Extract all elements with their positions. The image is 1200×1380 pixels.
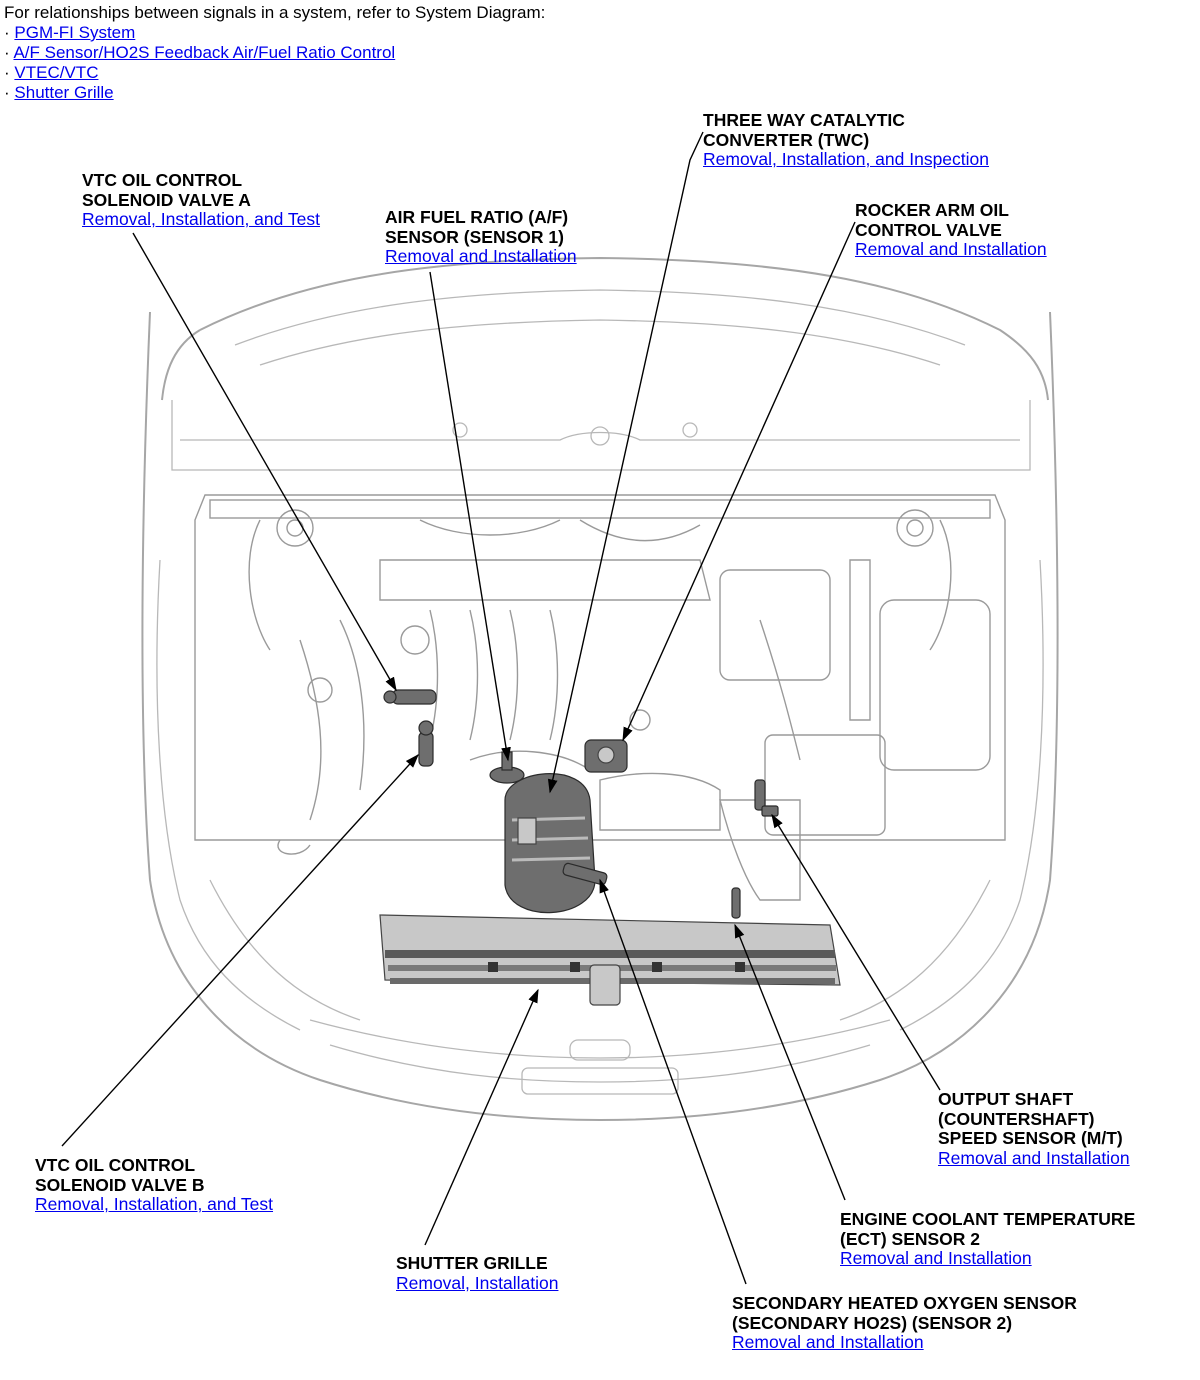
callout-title: VTC OIL CONTROL (35, 1155, 196, 1175)
intro-link-row: · A/F Sensor/HO2S Feedback Air/Fuel Rati… (4, 43, 545, 63)
rocker-arm-valve-part (584, 739, 628, 773)
callout-title: CONTROL VALVE (855, 219, 1002, 240)
vtec-vtc-link[interactable]: VTEC/VTC (14, 63, 99, 82)
callout-title: (COUNTERSHAFT) (938, 1108, 1095, 1129)
bullet: · (4, 23, 10, 42)
shutter-grille-assembly (379, 914, 841, 1006)
engine-bay (194, 494, 1006, 901)
callout-vtc-valve-a: VTC OIL CONTROL SOLENOID VALVE A Removal… (82, 170, 321, 230)
leader-vtc-a (132, 232, 397, 692)
callout-title: SOLENOID VALVE A (82, 189, 251, 210)
callout-title: ROCKER ARM OIL (855, 200, 1009, 220)
shutter-grille-link[interactable]: Removal, Installation (396, 1272, 559, 1293)
callout-title: SHUTTER GRILLE (396, 1253, 548, 1273)
callout-title: CONVERTER (TWC) (703, 129, 870, 150)
callout-title: ENGINE COOLANT TEMPERATURE (840, 1209, 1136, 1229)
af-feedback-control-link[interactable]: A/F Sensor/HO2S Feedback Air/Fuel Ratio … (13, 43, 396, 62)
leader-rocker (622, 221, 856, 742)
intro-text: For relationships between signals in a s… (4, 3, 546, 22)
leader-output-shaft (771, 813, 941, 1091)
vtc-valve-a-link[interactable]: Removal, Installation, and Test (82, 209, 321, 230)
pgm-fi-system-link[interactable]: PGM-FI System (14, 23, 136, 42)
callout-title: SOLENOID VALVE B (35, 1174, 205, 1195)
callout-title: THREE WAY CATALYTIC (703, 110, 905, 130)
ect-sensor-link[interactable]: Removal and Installation (840, 1248, 1032, 1269)
vtc-valve-b-link[interactable]: Removal, Installation, and Test (35, 1194, 274, 1215)
callout-rocker-arm-valve: ROCKER ARM OIL CONTROL VALVE Removal and… (855, 200, 1047, 260)
intro-block: For relationships between signals in a s… (4, 3, 545, 103)
leader-vtc-b (61, 753, 419, 1147)
callout-shutter-grille: SHUTTER GRILLE Removal, Installation (396, 1253, 559, 1293)
callout-ect-sensor: ENGINE COOLANT TEMPERATURE (ECT) SENSOR … (840, 1209, 1136, 1269)
catalytic-converter-part (504, 773, 596, 914)
intro-link-row: · Shutter Grille (4, 83, 545, 103)
af-sensor-link[interactable]: Removal and Installation (385, 246, 577, 267)
vtc-valve-b-part (418, 720, 434, 767)
callout-title: SPEED SENSOR (M/T) (938, 1128, 1123, 1149)
callout-title: OUTPUT SHAFT (938, 1089, 1074, 1109)
secondary-ho2s-link[interactable]: Removal and Installation (732, 1332, 924, 1353)
callout-vtc-valve-b: VTC OIL CONTROL SOLENOID VALVE B Removal… (35, 1155, 274, 1215)
callout-twc: THREE WAY CATALYTIC CONVERTER (TWC) Remo… (703, 110, 989, 170)
output-shaft-sensor-part (754, 779, 779, 817)
leader-ect (734, 923, 846, 1201)
callout-title: VTC OIL CONTROL (82, 170, 243, 190)
car-body-outline (141, 256, 1059, 1122)
callout-af-sensor: AIR FUEL RATIO (A/F) SENSOR (SENSOR 1) R… (385, 207, 577, 267)
output-shaft-sensor-link[interactable]: Removal and Installation (938, 1147, 1130, 1168)
intro-link-row: · VTEC/VTC (4, 63, 545, 83)
callout-title: AIR FUEL RATIO (A/F) (385, 207, 569, 227)
callout-title: (ECT) SENSOR 2 (840, 1228, 981, 1249)
callout-title: (SECONDARY HO2S) (SENSOR 2) (732, 1312, 1013, 1333)
leader-af-sensor (429, 271, 511, 762)
leader-shutter (424, 988, 539, 1246)
leader-lines (61, 131, 941, 1285)
callout-title: SECONDARY HEATED OXYGEN SENSOR (732, 1293, 1077, 1313)
bullet: · (4, 43, 10, 62)
rocker-arm-valve-link[interactable]: Removal and Installation (855, 239, 1047, 260)
ect-sensor-part (731, 887, 741, 919)
twc-link[interactable]: Removal, Installation, and Inspection (703, 149, 989, 170)
callout-output-shaft-sensor: OUTPUT SHAFT (COUNTERSHAFT) SPEED SENSOR… (938, 1089, 1130, 1168)
intro-link-row: · PGM-FI System (4, 23, 545, 43)
leader-ho2s (599, 878, 747, 1285)
vtc-valve-a-part (383, 689, 437, 705)
leader-twc (547, 131, 704, 794)
callout-secondary-ho2s: SECONDARY HEATED OXYGEN SENSOR (SECONDAR… (732, 1293, 1077, 1353)
bullet: · (4, 63, 10, 82)
shutter-grille-system-link[interactable]: Shutter Grille (14, 83, 114, 102)
callout-title: SENSOR (SENSOR 1) (385, 226, 564, 247)
bullet: · (4, 83, 10, 102)
